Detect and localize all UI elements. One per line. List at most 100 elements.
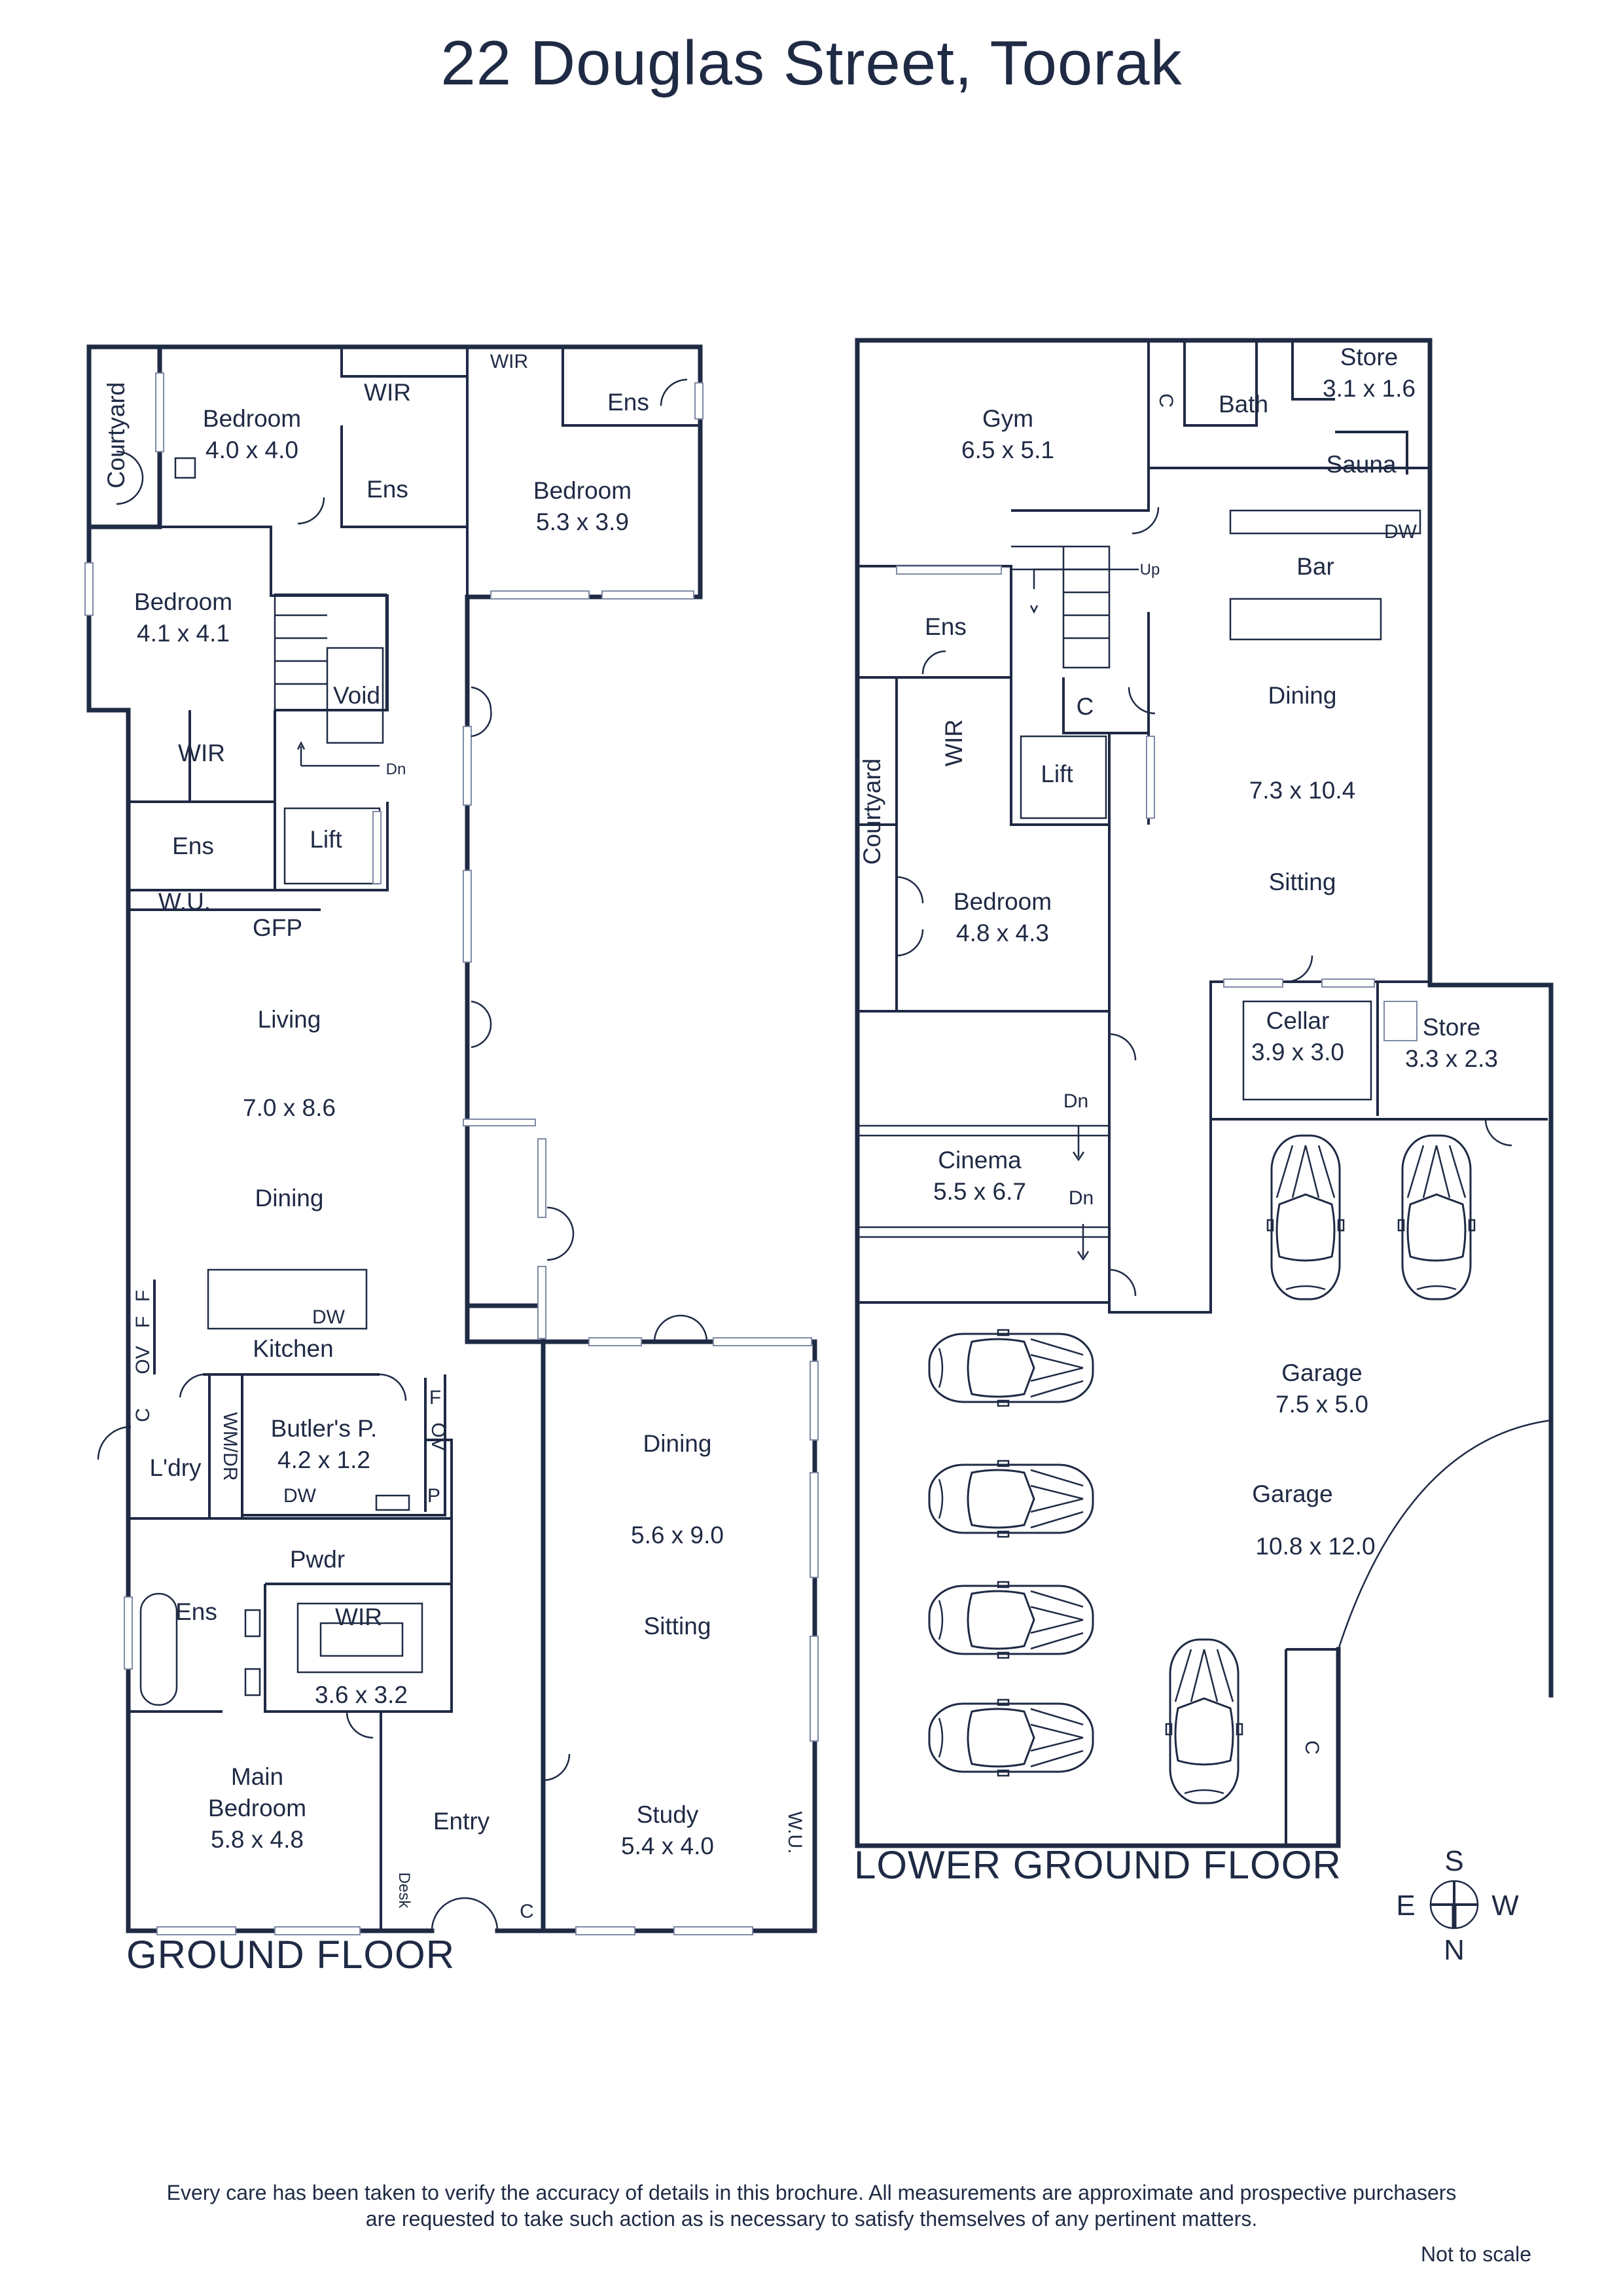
label-c-a-ground: C <box>132 1408 154 1422</box>
label-f-a: F <box>132 1290 154 1302</box>
label-courtyard-ground: Courtyard <box>103 382 130 488</box>
label-wu-a: W.U. <box>158 888 211 915</box>
label-ldry: L'dry <box>149 1454 202 1481</box>
label-p: P <box>427 1485 440 1507</box>
disclaimer-line-1: Every care has been taken to verify the … <box>166 2181 1457 2204</box>
label-store-a-dim: 3.1 x 1.6 <box>1323 375 1416 402</box>
label-ens-c: Ens <box>172 833 214 859</box>
compass-e: E <box>1396 1890 1415 1922</box>
label-bedroom-a-dim: 4.0 x 4.0 <box>205 437 298 463</box>
label-sitting-ground: Sitting <box>644 1613 711 1640</box>
label-dining-lower: Dining <box>1268 682 1337 709</box>
label-gfp: GFP <box>253 914 302 941</box>
label-ens-a: Ens <box>607 389 649 416</box>
compass-rose: S E W N <box>1396 1845 1519 1966</box>
label-bath: Bath <box>1219 391 1268 418</box>
label-c-b-ground: C <box>520 1901 534 1922</box>
lower-floor-labels: Gym 6.5 x 5.1 C Bath Store 3.1 x 1.6 Sau… <box>859 344 1498 1755</box>
page-title: 22 Douglas Street, Toorak <box>440 28 1183 98</box>
label-desk: Desk <box>395 1873 413 1909</box>
label-store-b: Store <box>1423 1014 1480 1041</box>
label-cinema: Cinema <box>938 1147 1022 1174</box>
label-dn-ground: Dn <box>386 761 406 778</box>
label-cellar-dim: 3.9 x 3.0 <box>1251 1039 1344 1066</box>
label-ens-b: Ens <box>366 476 408 503</box>
label-main-bedroom-1: Main <box>231 1763 283 1790</box>
label-wir-lower: WIR <box>940 719 967 766</box>
label-c-c-lower: C <box>1301 1740 1323 1755</box>
label-gym-dim: 6.5 x 5.1 <box>961 437 1054 463</box>
label-main-bedroom-2: Bedroom <box>208 1795 306 1821</box>
disclaimer: Every care has been taken to verify the … <box>79 2179 1544 2232</box>
compass-s: S <box>1444 1845 1463 1877</box>
label-bar: Bar <box>1296 553 1334 580</box>
label-garage-b-dim: 10.8 x 12.0 <box>1255 1533 1375 1560</box>
ground-floor-label: GROUND FLOOR <box>126 1933 455 1977</box>
label-butlers-dim: 4.2 x 1.2 <box>277 1446 370 1473</box>
label-bedroom-b-dim: 5.3 x 3.9 <box>536 509 629 535</box>
label-dn-a: Dn <box>1063 1090 1088 1112</box>
lower-floor-label: LOWER GROUND FLOOR <box>854 1843 1342 1887</box>
label-ov-a: OV <box>132 1346 154 1374</box>
label-dining2: Dining <box>643 1430 712 1457</box>
label-entry: Entry <box>433 1808 490 1835</box>
label-living-dim: 7.0 x 8.6 <box>243 1094 336 1121</box>
label-store-b-dim: 3.3 x 2.3 <box>1405 1045 1498 1072</box>
label-f-b: F <box>132 1316 154 1328</box>
label-pwdr: Pwdr <box>290 1546 345 1573</box>
label-void: Void <box>333 682 380 709</box>
label-wir-d: WIR <box>335 1604 382 1630</box>
label-main-bedroom-dim: 5.8 x 4.8 <box>211 1826 304 1853</box>
label-bedroom-lower: Bedroom <box>954 888 1052 915</box>
label-up: Up <box>1140 561 1160 579</box>
label-cinema-dim: 5.5 x 6.7 <box>933 1178 1026 1205</box>
label-ens-d: Ens <box>175 1598 217 1625</box>
label-bedroom-b: Bedroom <box>533 477 632 504</box>
label-dw-lower: DW <box>1384 521 1418 543</box>
label-dining-lower-dim: 7.3 x 10.4 <box>1249 777 1356 804</box>
disclaimer-line-2: are requested to take such action as is … <box>365 2207 1258 2231</box>
compass-n: N <box>1444 1934 1465 1966</box>
label-f-c: F <box>429 1387 441 1408</box>
label-lift-ground: Lift <box>310 826 342 853</box>
label-garage-a: Garage <box>1281 1359 1362 1386</box>
label-bedroom-c: Bedroom <box>134 588 232 615</box>
label-c-b-lower: C <box>1077 693 1094 720</box>
label-dn-b: Dn <box>1069 1187 1094 1209</box>
label-wu-b: W.U. <box>784 1812 806 1854</box>
label-bedroom-a: Bedroom <box>203 405 301 432</box>
label-sauna: Sauna <box>1327 451 1397 478</box>
label-courtyard-lower: Courtyard <box>859 759 885 865</box>
label-bedroom-lower-dim: 4.8 x 4.3 <box>956 920 1049 946</box>
label-ens-lower: Ens <box>925 613 967 640</box>
label-lift-lower: Lift <box>1041 761 1073 787</box>
label-wir-b: WIR <box>490 351 528 372</box>
lower-floor-plan <box>855 338 1554 1848</box>
compass-w: W <box>1491 1890 1519 1922</box>
label-kitchen: Kitchen <box>253 1335 333 1362</box>
ground-floor-plan <box>84 344 819 1935</box>
label-dw-a: DW <box>312 1306 346 1328</box>
label-gym: Gym <box>982 405 1033 432</box>
label-wir-d-dim: 3.6 x 3.2 <box>315 1681 408 1708</box>
label-dw-b: DW <box>283 1485 317 1507</box>
label-study: Study <box>637 1801 699 1828</box>
label-bedroom-c-dim: 4.1 x 4.1 <box>137 620 230 647</box>
not-to-scale-note: Not to scale <box>1421 2242 1531 2266</box>
ground-floor-labels: Courtyard Bedroom 4.0 x 4.0 WIR WIR Ens … <box>103 351 806 1922</box>
label-wir-c: WIR <box>178 740 225 766</box>
label-sitting-lower: Sitting <box>1269 869 1336 895</box>
label-wmdr: WM/DR <box>219 1412 241 1481</box>
label-garage-a-dim: 7.5 x 5.0 <box>1275 1391 1368 1418</box>
label-ov-b: OV <box>427 1422 449 1450</box>
label-dining-ground: Dining <box>255 1185 324 1211</box>
label-butlers: Butler's P. <box>271 1415 378 1442</box>
label-living: Living <box>258 1006 321 1033</box>
label-store-a: Store <box>1340 344 1398 370</box>
label-cellar: Cellar <box>1266 1007 1330 1034</box>
label-study-dim: 5.4 x 4.0 <box>621 1833 714 1859</box>
label-garage-b: Garage <box>1252 1480 1332 1507</box>
label-dining2-dim: 5.6 x 9.0 <box>631 1522 724 1549</box>
label-c-a-lower: C <box>1155 393 1177 408</box>
